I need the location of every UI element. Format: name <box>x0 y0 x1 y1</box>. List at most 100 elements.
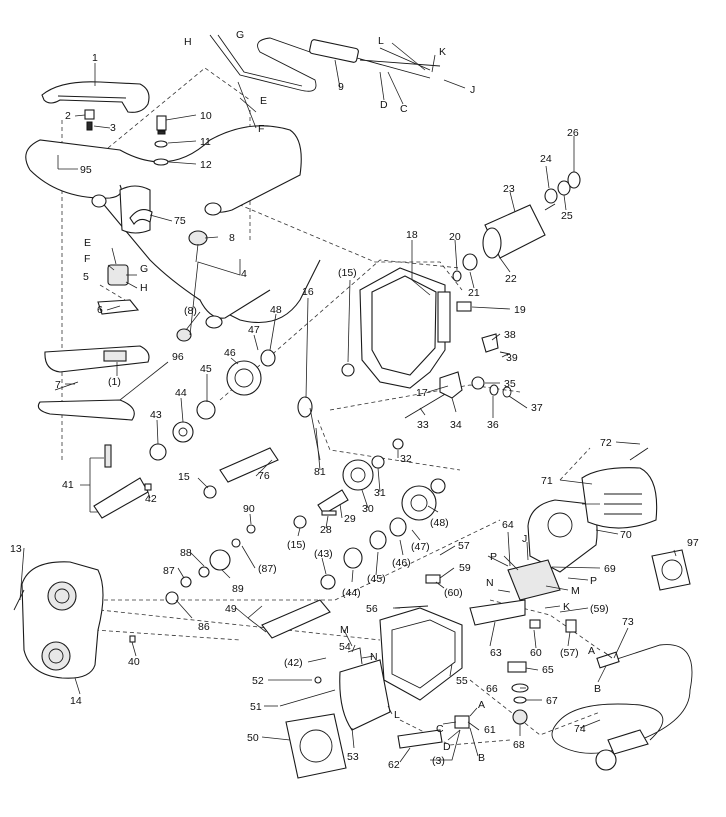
part-34-bracket <box>439 371 463 399</box>
callout-M-mid: M <box>571 585 580 597</box>
leader-lines <box>19 42 677 763</box>
part-86-bearing <box>165 591 179 605</box>
callout-48: 48 <box>270 304 282 316</box>
callout-C-low: C <box>436 723 444 735</box>
callout-44-paren: (44) <box>342 587 361 599</box>
part-76-shaft <box>219 447 279 483</box>
callout-5: 5 <box>83 271 89 283</box>
callout-22: 22 <box>505 273 517 285</box>
callout-73: 73 <box>622 616 634 628</box>
part-97-plug <box>651 549 691 591</box>
callout-37: 37 <box>531 402 543 414</box>
callout-38: 38 <box>504 329 516 341</box>
part-75-clamp <box>129 209 153 225</box>
callout-24: 24 <box>540 153 552 165</box>
callout-F-top: F <box>258 123 264 135</box>
callout-18: 18 <box>406 229 418 241</box>
part-39-screw <box>499 351 511 355</box>
callout-33: 33 <box>417 419 429 431</box>
callout-28: 28 <box>320 524 332 536</box>
part-38-cover <box>481 333 499 353</box>
callout-35: 35 <box>504 378 516 390</box>
callout-9: 9 <box>338 81 344 93</box>
callout-49: 49 <box>225 603 237 615</box>
part-73-74-power-cord <box>551 644 693 771</box>
callout-41: 41 <box>62 479 74 491</box>
callout-90: 90 <box>243 503 255 515</box>
callout-K-mid: K <box>563 601 570 613</box>
callout-19: 19 <box>514 304 526 316</box>
callout-75: 75 <box>174 215 186 227</box>
callout-labels: 1 2 3 95 10 11 12 75 H G E F 9 L K J D C… <box>10 29 699 771</box>
callout-4: 4 <box>241 268 247 280</box>
callout-72: 72 <box>600 437 612 449</box>
part-50-plate <box>285 713 347 779</box>
callout-87: 87 <box>163 565 175 577</box>
callout-C-top: C <box>400 103 408 115</box>
callout-43-paren: (43) <box>314 548 333 560</box>
part-49-shaft <box>261 599 331 639</box>
callout-E-top: E <box>260 95 267 107</box>
callout-66: 66 <box>486 683 498 695</box>
part-65-66-67-68-parts <box>507 661 529 725</box>
callout-J-mid: J <box>522 533 527 545</box>
part-2-nut <box>84 109 95 120</box>
callout-29: 29 <box>344 513 356 525</box>
callout-32: 32 <box>400 453 412 465</box>
callout-D-low: D <box>443 741 451 753</box>
callout-L-low: L <box>394 709 400 721</box>
callout-16: 16 <box>302 286 314 298</box>
callout-J-top: J <box>470 84 475 96</box>
callout-55: 55 <box>456 675 468 687</box>
callout-45: 45 <box>200 363 212 375</box>
callout-62: 62 <box>388 759 400 771</box>
callout-52: 52 <box>252 675 264 687</box>
callout-H-left: H <box>140 282 148 294</box>
callout-G-top: G <box>236 29 244 41</box>
callout-46: 46 <box>224 347 236 359</box>
callout-65: 65 <box>542 664 554 676</box>
callout-H-top: H <box>184 36 192 48</box>
callout-2: 2 <box>65 110 71 122</box>
callout-A-low: A <box>478 699 485 711</box>
callout-1: 1 <box>92 52 98 64</box>
callout-13: 13 <box>10 543 22 555</box>
part-90-nut <box>231 524 256 548</box>
part-8-plug <box>176 230 208 342</box>
callout-12: 12 <box>200 159 212 171</box>
callout-25: 25 <box>561 210 573 222</box>
callout-30: 30 <box>362 503 374 515</box>
callout-P-right: P <box>590 575 597 587</box>
part-46b-45b-rings <box>369 517 407 550</box>
part-47-bearing <box>260 349 276 367</box>
part-24-bearing <box>544 188 558 204</box>
callout-K-top: K <box>439 46 446 58</box>
callout-76: 76 <box>258 470 270 482</box>
part-14-gear-cover <box>21 561 104 679</box>
part-63-tray <box>469 599 526 626</box>
callout-1-paren: (1) <box>108 376 121 388</box>
callout-N-low: N <box>370 651 378 663</box>
callout-60-paren: (60) <box>444 587 463 599</box>
callout-B-right: B <box>594 683 601 695</box>
callout-63: 63 <box>490 647 502 659</box>
part-71-cover <box>581 467 658 529</box>
callout-21: 21 <box>468 287 480 299</box>
callout-8: 8 <box>229 232 235 244</box>
callout-B-low: B <box>478 752 485 764</box>
callout-G-left: G <box>140 263 148 275</box>
callout-26: 26 <box>567 127 579 139</box>
part-15-bearing <box>341 363 355 377</box>
callout-57: 57 <box>458 540 470 552</box>
part-18-housing <box>359 267 451 389</box>
callout-36: 36 <box>487 419 499 431</box>
part-55-motor-housing <box>379 607 463 701</box>
part-89-gear <box>209 549 231 571</box>
part-23-armature <box>482 203 556 259</box>
part-36-37-spring <box>489 384 512 398</box>
callout-44: 44 <box>175 387 187 399</box>
part-4-frame-tube <box>25 125 321 329</box>
callout-68: 68 <box>513 739 525 751</box>
callout-15: 15 <box>178 471 190 483</box>
